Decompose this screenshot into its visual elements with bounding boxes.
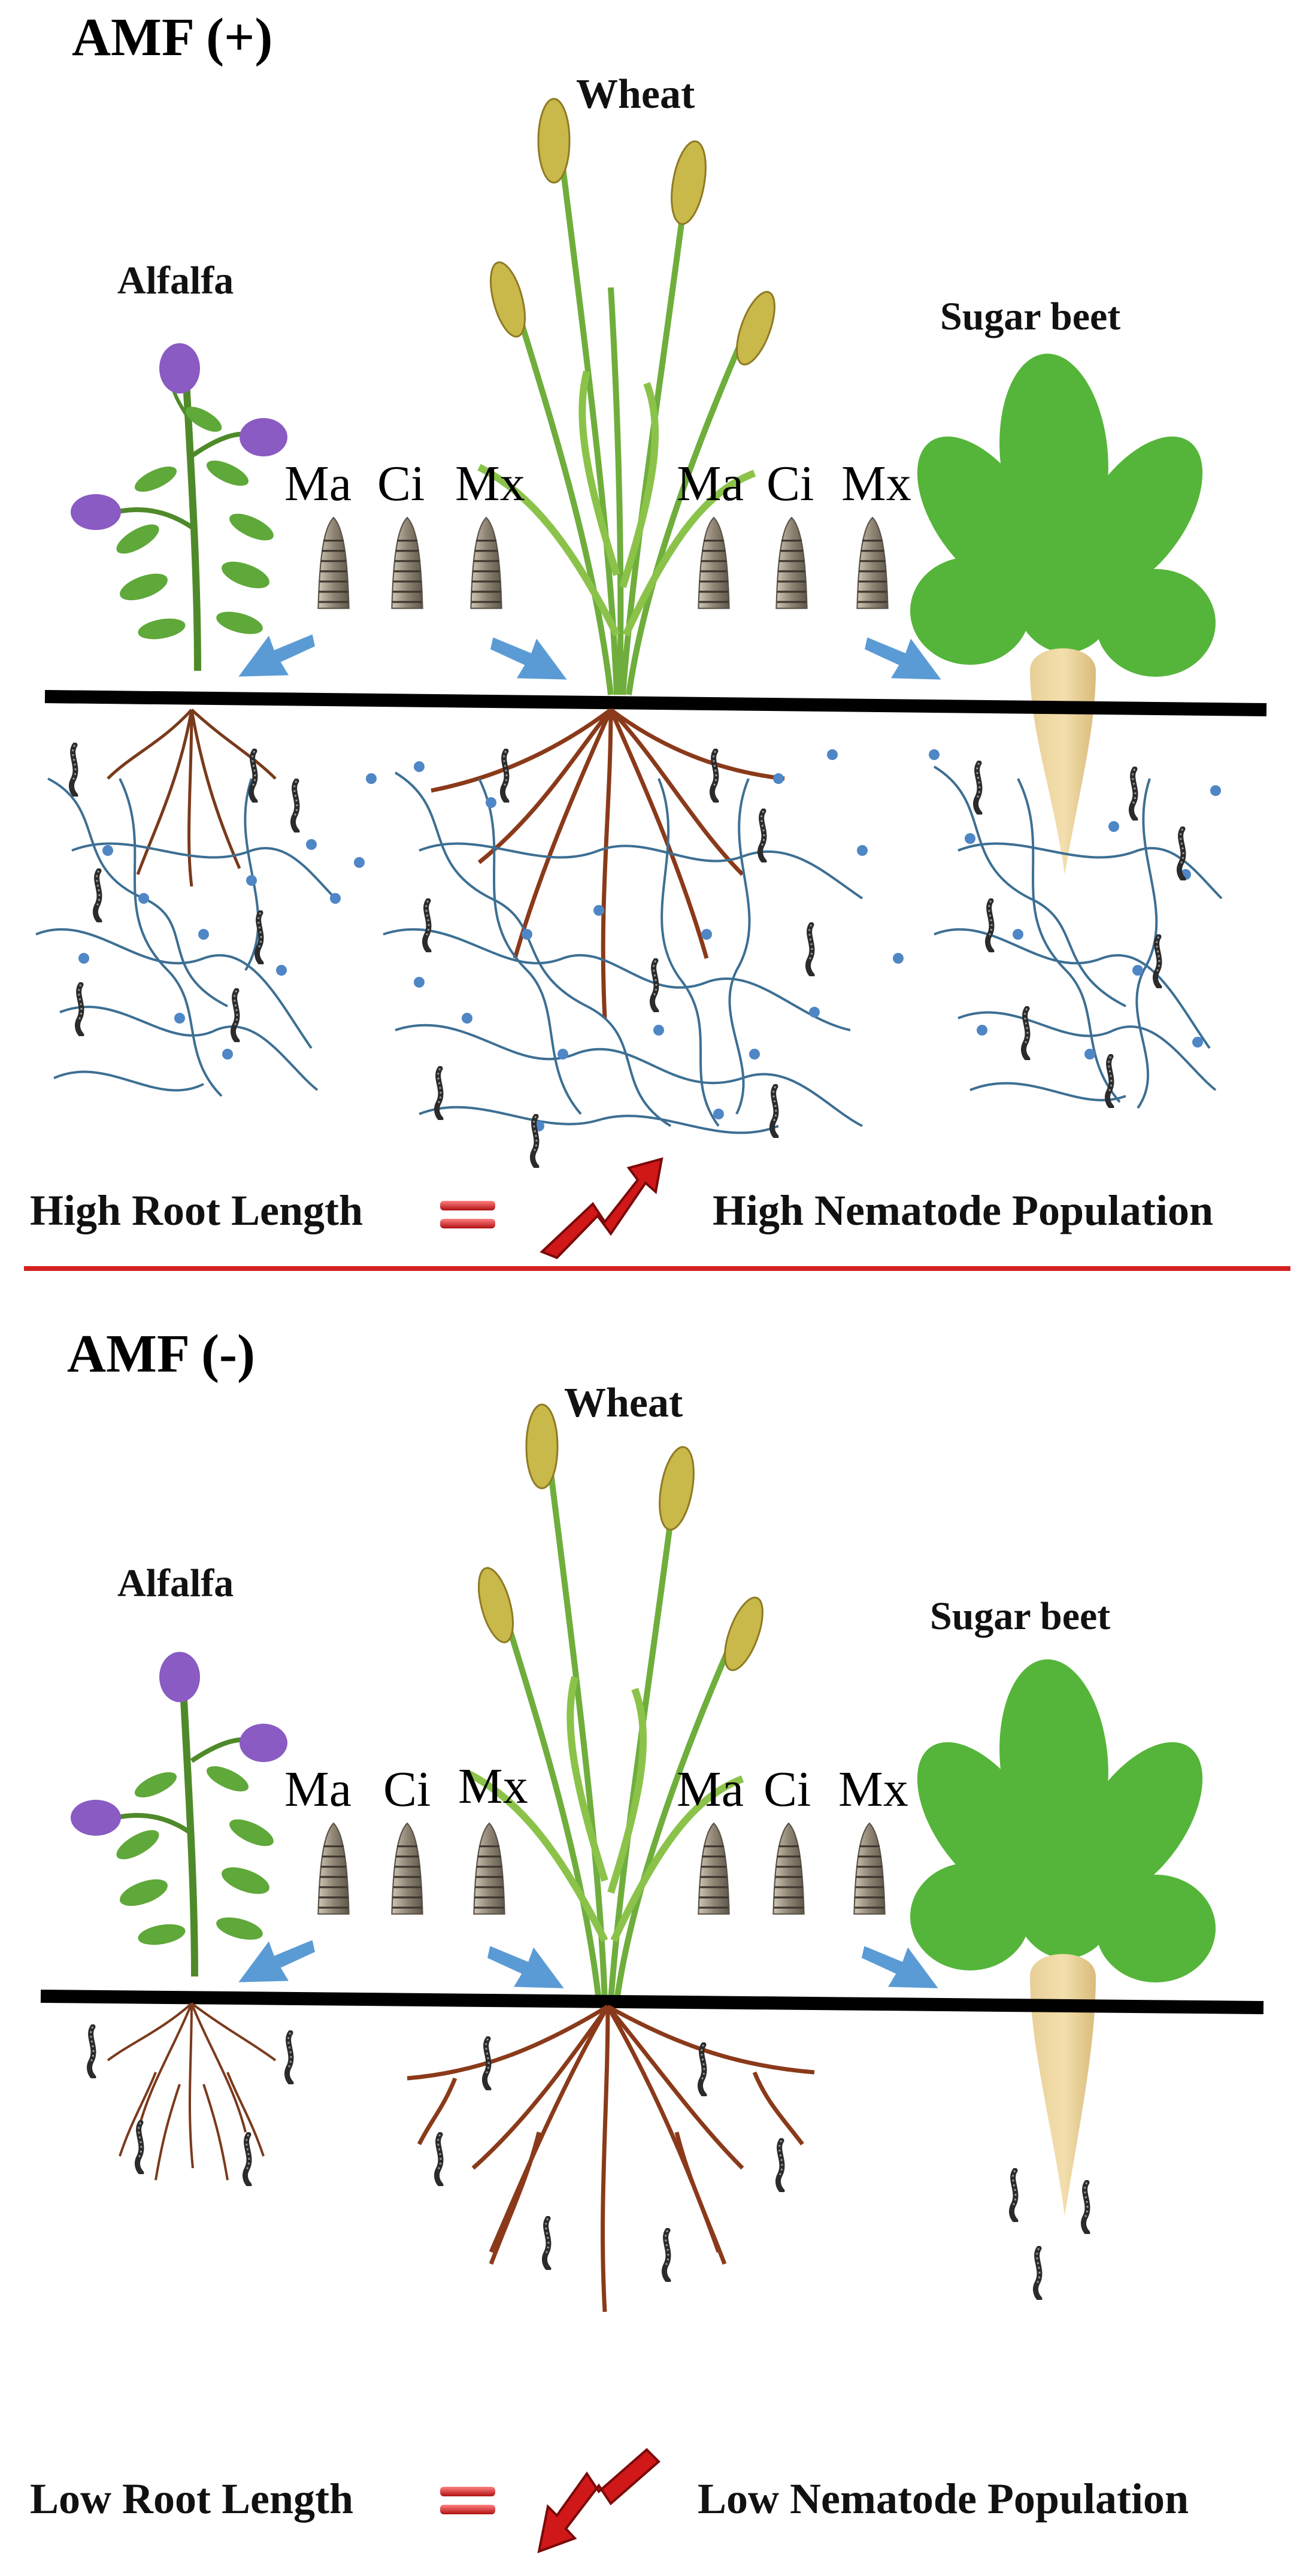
arrow-to-wheat-icon (490, 637, 567, 680)
condition-title: AMF (+) (72, 8, 272, 67)
nematode-icon-mx (853, 1822, 886, 1915)
sugar-beet-plant-illustration (910, 1659, 1216, 2216)
arrow-to-alfalfa-icon (238, 1940, 315, 1982)
wheat-root-nematodes (437, 2039, 782, 2281)
sugar-beet-root-zone-mycorrhizal (929, 749, 1223, 1109)
nematode-icon-mx (856, 516, 889, 610)
species-label-ma: Ma (284, 456, 352, 511)
species-group-left: Ma Ci Mx (284, 1758, 528, 1915)
nematode-icon-mx (469, 516, 503, 610)
species-label-ma: Ma (284, 1761, 352, 1817)
summary-row-high: High Root Length High Nematode Populatio… (30, 1157, 1213, 1260)
nematode-icon-ma (697, 516, 731, 610)
panel-amf-negative: AMF (-) Wheat Alfalfa Sugar beet (30, 1324, 1264, 2554)
sugar-beet-label: Sugar beet (930, 1594, 1110, 1638)
nematode-icon-ci (775, 516, 808, 610)
species-label-ci: Ci (763, 1761, 811, 1817)
wheat-plant-illustration (477, 98, 775, 695)
species-label-ci: Ci (383, 1761, 431, 1817)
alfalfa-label: Alfalfa (117, 259, 234, 302)
alfalfa-plant-illustration (71, 1652, 287, 1977)
wheat-label: Wheat (564, 1380, 683, 1426)
wheat-root-zone-mycorrhizal (383, 708, 904, 1167)
species-group-right: Ma Ci Mx (677, 456, 911, 610)
species-group-right: Ma Ci Mx (677, 1761, 908, 1915)
root-length-label: High Root Length (30, 1186, 363, 1234)
species-label-ci: Ci (766, 456, 814, 511)
sugar-beet-plant-illustration (910, 353, 1216, 874)
nematode-icon-ma (317, 1822, 350, 1915)
wheat-label: Wheat (576, 71, 695, 117)
species-label-mx: Mx (838, 1761, 908, 1817)
nematode-population-label: High Nematode Population (713, 1186, 1213, 1234)
summary-row-low: Low Root Length Low Nematode Population (30, 2448, 1189, 2554)
wheat-root-zone-bare (407, 2004, 815, 2312)
alfalfa-root-zone-bare (107, 2002, 277, 2181)
nematode-icon-mx (472, 1822, 506, 1915)
equals-sign (440, 2487, 495, 2514)
trend-up-arrow-icon (540, 1157, 663, 1260)
species-label-mx: Mx (841, 456, 911, 511)
trend-down-arrow-icon (537, 2448, 660, 2554)
panel-amf-positive: AMF (+) Wheat Alfalfa Sugar beet (30, 8, 1267, 1260)
arrow-to-wheat-icon (487, 1946, 564, 1988)
alfalfa-label: Alfalfa (117, 1561, 234, 1605)
sugar-beet-root-nematodes (1011, 2171, 1087, 2299)
nematode-icon-ma (697, 1822, 731, 1915)
root-length-label: Low Root Length (30, 2475, 353, 2523)
species-label-mx: Mx (455, 456, 525, 511)
wheat-plant-illustration (465, 1403, 763, 2001)
nematode-population-label: Low Nematode Population (698, 2475, 1189, 2523)
nematode-icon-ci (390, 516, 424, 610)
species-group-left: Ma Ci Mx (284, 456, 525, 610)
alfalfa-root-zone-mycorrhizal (35, 709, 377, 1097)
species-label-ma: Ma (677, 456, 744, 511)
arrow-to-alfalfa-icon (238, 634, 315, 677)
nematode-icon-ma (317, 516, 350, 610)
alfalfa-plant-illustration (71, 343, 287, 671)
species-label-ci: Ci (377, 456, 425, 511)
species-label-ma: Ma (677, 1761, 744, 1817)
equals-sign (440, 1201, 495, 1228)
nematode-icon-ci (772, 1822, 805, 1915)
ground-line (44, 690, 1267, 716)
nematode-icon-ci (390, 1822, 424, 1915)
condition-title: AMF (-) (67, 1324, 255, 1384)
sugar-beet-label: Sugar beet (940, 295, 1120, 338)
species-label-mx: Mx (458, 1758, 528, 1814)
ground-line (40, 1990, 1264, 2014)
